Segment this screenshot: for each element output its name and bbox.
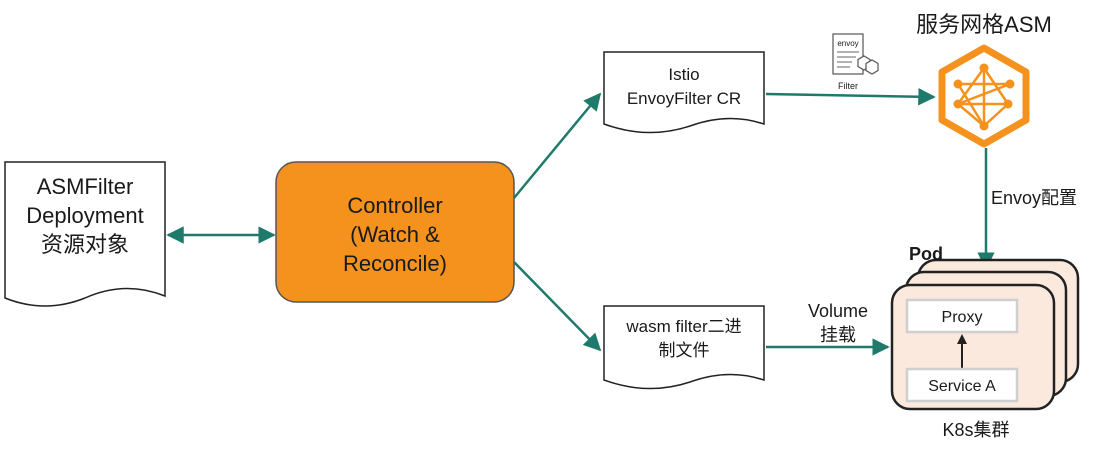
controller-line2: (Watch & bbox=[350, 222, 440, 247]
istio-envoyfilter-document: Istio EnvoyFilter CR bbox=[603, 51, 765, 134]
controller-line1: Controller bbox=[347, 193, 442, 218]
volume-label-line2: 挂载 bbox=[820, 325, 856, 345]
wasm-filter-document: wasm filter二进 制文件 bbox=[603, 305, 765, 390]
proxy-label: Proxy bbox=[942, 309, 983, 326]
asmfilter-line1: ASMFilter bbox=[37, 174, 134, 199]
wasm-line2: 制文件 bbox=[659, 341, 710, 360]
service-a-label: Service A bbox=[928, 378, 996, 395]
istio-line1: Istio bbox=[668, 65, 699, 84]
pod-stack: Pod Proxy Service A bbox=[890, 244, 1080, 411]
controller-box: Controller (Watch & Reconcile) bbox=[275, 161, 515, 303]
istio-line2: EnvoyFilter CR bbox=[627, 89, 741, 108]
wasm-line1: wasm filter二进 bbox=[625, 317, 741, 336]
envoy-icon-label: envoy bbox=[837, 39, 858, 48]
asmfilter-line3: 资源对象 bbox=[41, 232, 129, 257]
asmfilter-document: ASMFilter Deployment 资源对象 bbox=[4, 161, 166, 307]
controller-line3: Reconcile) bbox=[343, 251, 447, 276]
envoy-filter-icon: envoy Filter bbox=[832, 33, 879, 91]
filter-icon-label: Filter bbox=[838, 81, 858, 91]
k8s-cluster-label: K8s集群 bbox=[942, 420, 1009, 440]
pod-label: Pod bbox=[909, 244, 943, 264]
istio-to-asm-arrow bbox=[765, 87, 936, 106]
proxy-box bbox=[905, 298, 1019, 334]
service-a-box bbox=[905, 367, 1019, 403]
asm-title: 服务网格ASM bbox=[916, 12, 1052, 37]
volume-label-line1: Volume bbox=[808, 301, 868, 321]
asmfilter-line2: Deployment bbox=[26, 203, 143, 228]
controller-to-wasm-arrow bbox=[513, 261, 602, 352]
envoy-config-label: Envoy配置 bbox=[991, 188, 1077, 208]
controller-to-istio-arrow bbox=[513, 92, 602, 199]
service-mesh-hexagon-icon bbox=[938, 44, 1030, 148]
